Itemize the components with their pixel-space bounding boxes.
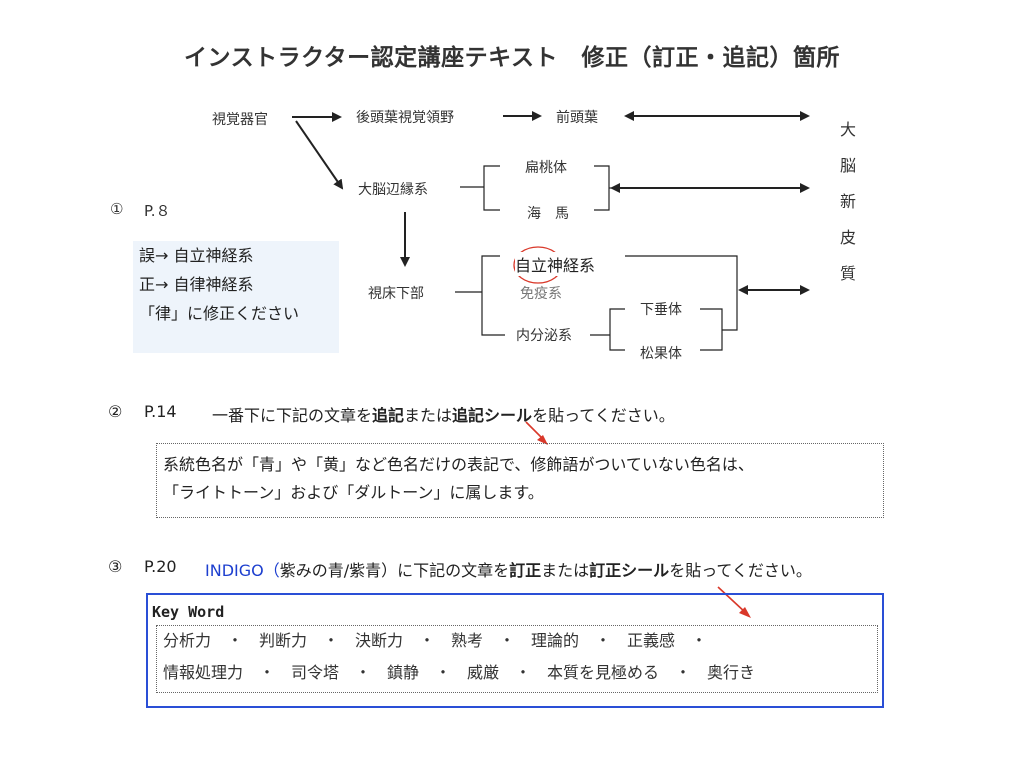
arrow-visual-to-limbic — [295, 120, 344, 190]
keyword-title: Key Word — [152, 603, 225, 621]
item1-page: P.８ — [144, 202, 171, 220]
cortex-char: 質 — [839, 264, 856, 283]
item3-page: P.20 — [144, 557, 177, 576]
label-hippocampus: 海 馬 — [527, 206, 569, 222]
label-hypothalamus: 視床下部 — [368, 286, 424, 302]
cortex-char: 脳 — [839, 156, 856, 175]
cortex-char: 皮 — [839, 228, 856, 247]
page-title: インストラクター認定講座テキスト 修正（訂正・追記）箇所 — [184, 45, 840, 71]
item3-instruction: INDIGO（紫みの青/紫青）に下記の文章を訂正または訂正シールを貼ってください… — [205, 561, 812, 580]
item2-instruction: 一番下に下記の文章を追記または追記シールを貼ってください。 — [212, 406, 675, 425]
label-limbic: 大脳辺縁系 — [358, 182, 428, 198]
label-amygdala: 扁桃体 — [525, 160, 567, 176]
addendum-line-2: 「ライトトーン」および「ダルトーン」に属します。 — [163, 483, 544, 502]
item1-number: ① — [110, 200, 124, 218]
label-endocrine: 内分泌系 — [516, 328, 572, 344]
indigo-label: INDIGO（ — [205, 561, 280, 580]
instruction-line: 「律」に修正ください — [139, 304, 300, 323]
red-arrow-3 — [717, 586, 751, 618]
keyword-line-1: 分析力 ・ 判断力 ・ 決断力 ・ 熟考 ・ 理論的 ・ 正義感 ・ — [163, 631, 708, 650]
keyword-box — [146, 593, 884, 708]
wrong-line: 誤→ 自立神経系 — [139, 246, 254, 265]
label-occipital: 後頭葉視覚領野 — [356, 110, 454, 126]
addendum-line-1: 系統色名が「青」や「黄」など色名だけの表記で、修飾語がついていない色名は、 — [163, 455, 754, 474]
cortex-char: 大 — [839, 120, 856, 139]
keyword-inner-box — [156, 625, 878, 693]
label-autonomic: 自立神経系 — [515, 252, 596, 276]
correction-box: 誤→ 自立神経系 正→ 自律神経系 「律」に修正ください — [133, 241, 339, 353]
label-pituitary: 下垂体 — [640, 302, 682, 318]
correct-line: 正→ 自律神経系 — [139, 275, 254, 294]
label-cerebral-cortex: 大 脳 新 皮 質 — [838, 112, 858, 292]
keyword-line-2: 情報処理力 ・ 司令塔 ・ 鎮静 ・ 威厳 ・ 本質を見極める ・ 奥行き — [163, 663, 756, 682]
label-visual-organs: 視覚器官 — [212, 112, 268, 128]
addendum-box — [156, 443, 884, 518]
label-immune: 免疫系 — [520, 286, 562, 302]
item2-number: ② — [108, 402, 123, 421]
item3-number: ③ — [108, 557, 123, 576]
item2-page: P.14 — [144, 402, 177, 421]
label-frontal: 前頭葉 — [556, 110, 598, 126]
cortex-char: 新 — [839, 192, 856, 211]
brain-diagram — [292, 111, 810, 351]
red-arrow-2 — [525, 421, 548, 445]
label-pineal: 松果体 — [640, 346, 682, 362]
